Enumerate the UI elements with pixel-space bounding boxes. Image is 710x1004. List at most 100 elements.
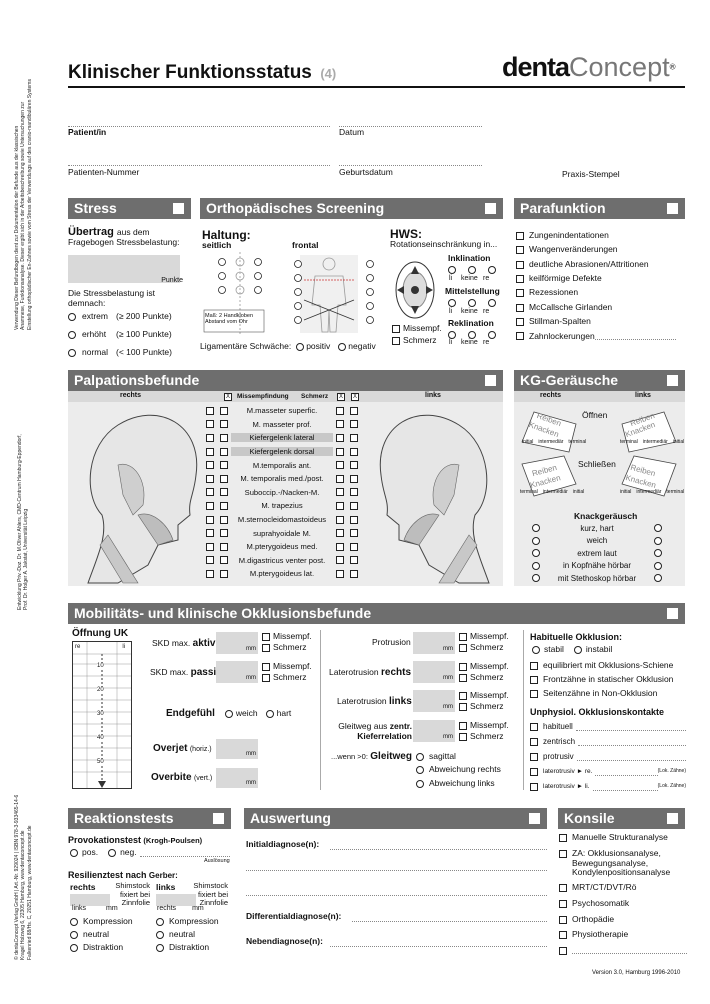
schmerz-right-checkbox[interactable] [350, 461, 358, 470]
schmerz-right-checkbox[interactable] [350, 420, 358, 429]
checkbox[interactable] [262, 673, 270, 682]
latero-r-missempf[interactable]: Missempf. [459, 661, 509, 672]
auswertung-checkbox[interactable] [529, 813, 540, 824]
radio[interactable] [156, 930, 164, 939]
radio[interactable] [70, 943, 78, 952]
parafunktion-item[interactable]: Zungenindentationen [516, 230, 686, 241]
checkbox[interactable] [530, 676, 538, 684]
missempf-right-checkbox[interactable] [336, 447, 344, 456]
radio[interactable] [416, 752, 424, 761]
missempf-left-checkbox[interactable] [206, 420, 214, 429]
hws-missempf[interactable]: Missempf. [392, 323, 442, 334]
checkbox[interactable] [459, 673, 467, 682]
missempf-right-checkbox[interactable] [336, 488, 344, 497]
konsile-checkbox[interactable] [667, 813, 678, 824]
checkbox[interactable] [559, 915, 567, 924]
ortho-checkbox[interactable] [485, 203, 496, 214]
checkbox[interactable] [459, 643, 467, 652]
gleitweg-option[interactable]: Abweichung rechts [416, 764, 501, 778]
radio[interactable] [70, 930, 78, 939]
checkbox[interactable] [559, 947, 567, 956]
missempf-right-checkbox[interactable] [336, 529, 344, 538]
endgefuehl-weich-radio[interactable] [224, 709, 233, 718]
stress-checkbox[interactable] [173, 203, 184, 214]
schmerz-left-checkbox[interactable] [220, 501, 228, 510]
missempf-right-checkbox[interactable] [336, 406, 344, 415]
overjet-field[interactable]: mm [216, 739, 258, 759]
reaktion-checkbox[interactable] [213, 813, 224, 824]
resilienz-option[interactable]: neutral [70, 928, 133, 941]
latero-r-schmerz[interactable]: Schmerz [459, 672, 504, 683]
checkbox[interactable] [530, 737, 538, 746]
knack-left-radio[interactable] [654, 524, 662, 533]
checkbox[interactable] [516, 274, 524, 283]
radio[interactable] [488, 299, 496, 307]
checkbox[interactable] [559, 884, 567, 893]
missempf-left-checkbox[interactable] [206, 569, 214, 578]
skd-aktiv-missempf[interactable]: Missempf. [262, 631, 312, 642]
missempf-left-checkbox[interactable] [206, 556, 214, 565]
latero-l-schmerz[interactable]: Schmerz [459, 701, 504, 712]
checkbox[interactable] [559, 931, 567, 940]
patient-nummer-field[interactable] [68, 165, 330, 166]
missempf-right-checkbox[interactable] [336, 420, 344, 429]
checkbox[interactable] [262, 632, 270, 641]
radio[interactable] [416, 766, 424, 775]
schmerz-right-checkbox[interactable] [350, 529, 358, 538]
radio[interactable] [468, 331, 476, 339]
unph-item[interactable]: laterotrusiv ► re.(Lok. Zähne) [530, 764, 686, 779]
ligament-positiv-radio[interactable] [296, 342, 305, 351]
stress-option-erhoeht[interactable]: erhöht(≥ 100 Punkte) [68, 329, 191, 340]
missempf-left-checkbox[interactable] [206, 474, 214, 483]
schmerz-right-checkbox[interactable] [350, 569, 358, 578]
hab-instabil-radio[interactable] [573, 645, 582, 654]
palpation-checkbox[interactable] [485, 375, 496, 386]
unph-item[interactable]: habituell [530, 719, 686, 734]
protrusion-field[interactable]: mm [413, 632, 455, 654]
initial-field-3[interactable] [246, 895, 547, 896]
missempf-right-checkbox[interactable] [336, 515, 344, 524]
missempf-left-checkbox[interactable] [206, 501, 214, 510]
checkbox[interactable] [459, 721, 467, 730]
checkbox[interactable] [459, 732, 467, 741]
parafunktion-item[interactable]: Zahnlockerungen [516, 331, 686, 342]
schmerz-left-checkbox[interactable] [220, 461, 228, 470]
missempf-right-checkbox[interactable] [336, 569, 344, 578]
checkbox[interactable] [516, 332, 524, 341]
res-field-2[interactable] [156, 894, 196, 906]
checkbox[interactable] [262, 662, 270, 671]
neben-field[interactable] [330, 946, 547, 947]
gleitweg-option[interactable]: sagittal [416, 750, 501, 764]
parafunktion-item[interactable]: Stillman-Spalten [516, 316, 686, 327]
knack-left-radio[interactable] [654, 561, 662, 570]
hab-item[interactable]: equilibriert mit Okklusions-Schiene [530, 659, 690, 673]
latero-l-missempf[interactable]: Missempf. [459, 690, 509, 701]
resilienz-option[interactable]: Kompression [70, 915, 133, 928]
missempf-left-checkbox[interactable] [206, 447, 214, 456]
schmerz-right-checkbox[interactable] [350, 542, 358, 551]
datum-field[interactable] [339, 126, 482, 127]
hab-item[interactable]: Frontzähne in statischer Okklusion [530, 673, 690, 687]
knack-right-radio[interactable] [532, 524, 540, 533]
radio[interactable] [468, 266, 476, 274]
schmerz-right-checkbox[interactable] [350, 474, 358, 483]
ligament-negativ-radio[interactable] [338, 342, 347, 351]
schmerz-left-checkbox[interactable] [220, 420, 228, 429]
checkbox[interactable] [530, 722, 538, 731]
schmerz-left-checkbox[interactable] [220, 556, 228, 565]
hab-stabil-radio[interactable] [532, 645, 540, 654]
radio[interactable] [448, 266, 456, 274]
checkbox[interactable] [530, 662, 538, 670]
missempf-left-checkbox[interactable] [206, 406, 214, 415]
knack-left-radio[interactable] [654, 574, 662, 583]
unph-item[interactable]: laterotrusiv ► li.(Lok. Zähne) [530, 779, 686, 794]
skd-passiv-missempf[interactable]: Missempf. [262, 661, 312, 672]
radio[interactable] [156, 943, 164, 952]
missempf-left-checkbox[interactable] [206, 488, 214, 497]
gleit-field[interactable]: mm [413, 720, 455, 742]
checkbox[interactable] [516, 231, 524, 240]
missempf-left-checkbox[interactable] [206, 515, 214, 524]
schmerz-right-checkbox[interactable] [350, 556, 358, 565]
checkbox[interactable] [559, 899, 567, 908]
missempf-right-checkbox[interactable] [336, 461, 344, 470]
